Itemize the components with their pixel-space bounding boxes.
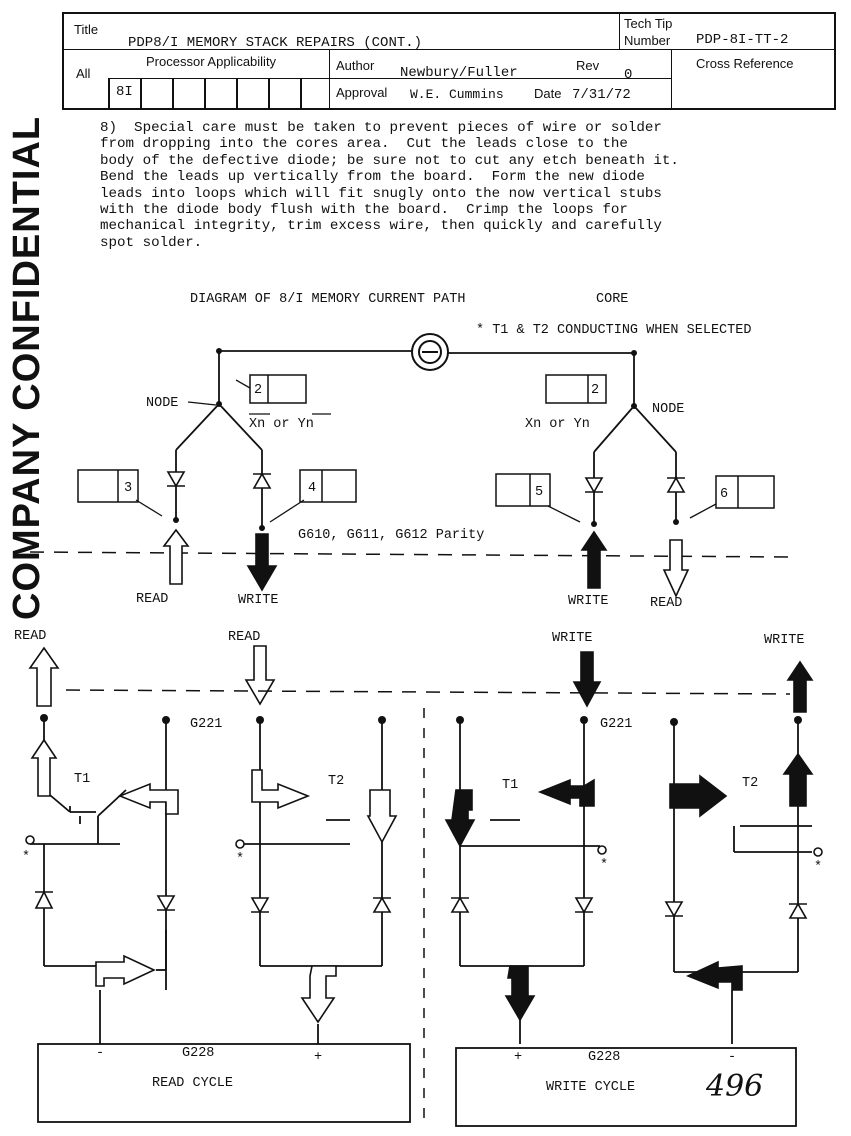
approval-label: Approval xyxy=(336,85,388,100)
lower-current-arrows xyxy=(30,738,814,1024)
read-label-1: READ xyxy=(136,592,168,607)
lower-dots xyxy=(40,714,802,726)
header-table: Title PDP8/I MEMORY STACK REPAIRS (CONT.… xyxy=(62,12,836,110)
handwritten-number: 496 xyxy=(705,1069,763,1104)
author-value: Newbury/Fuller xyxy=(400,65,518,81)
lower-circuit-wires xyxy=(30,718,812,1044)
crossref-label: Cross Reference xyxy=(696,56,794,71)
read-cycle-label: READ CYCLE xyxy=(152,1076,233,1091)
processor-label: Processor Applicability xyxy=(146,54,277,69)
write-label-2: WRITE xyxy=(568,594,609,609)
star-1: * xyxy=(22,850,30,865)
techtip-number-label: Number xyxy=(624,33,671,48)
upper-diodes xyxy=(166,471,686,494)
xn-left: Xn or Yn xyxy=(249,417,314,432)
box-5: 5 xyxy=(535,485,543,500)
star-4: * xyxy=(814,860,822,875)
minus-left: - xyxy=(96,1046,104,1061)
junction-dots xyxy=(173,348,679,531)
node-left-label: NODE xyxy=(146,396,178,411)
g228-right: G228 xyxy=(588,1050,620,1065)
core-label: CORE xyxy=(596,292,628,307)
read-label-2: READ xyxy=(650,596,682,611)
approval-cell xyxy=(330,79,672,108)
read-label-4: READ xyxy=(228,630,260,645)
rev-label: Rev xyxy=(576,58,600,73)
g221-right: G221 xyxy=(600,717,632,732)
g228-boxes xyxy=(37,1043,797,1127)
box-leaders xyxy=(135,379,717,523)
body-paragraph: 8) Special care must be taken to prevent… xyxy=(100,120,679,251)
star-2: * xyxy=(236,852,244,867)
date-label: Date xyxy=(534,86,562,101)
box-6: 6 xyxy=(720,487,728,502)
write-cycle-label: WRITE CYCLE xyxy=(546,1080,635,1095)
select-terminals xyxy=(25,835,823,857)
box-4: 4 xyxy=(308,481,316,496)
g228-left: G228 xyxy=(182,1046,214,1061)
parity-label: G610, G611, G612 Parity xyxy=(298,528,484,543)
selection-note: * T1 & T2 CONDUCTING WHEN SELECTED xyxy=(476,323,751,338)
node-right-label: NODE xyxy=(652,402,684,417)
author-label: Author xyxy=(336,58,375,73)
write-label-4: WRITE xyxy=(764,633,805,648)
lower-diodes xyxy=(34,890,808,919)
t2-right: T2 xyxy=(742,776,758,791)
t1-right: T1 xyxy=(502,778,518,793)
processor-cell xyxy=(64,50,330,108)
title-value: PDP8/I MEMORY STACK REPAIRS (CONT.) xyxy=(128,35,423,51)
t1-left: T1 xyxy=(74,772,90,787)
techtip-label: Tech Tip xyxy=(624,16,673,31)
box-2-right: 2 xyxy=(591,383,599,398)
all-label: All xyxy=(76,66,91,81)
date-value: 7/31/72 xyxy=(572,87,631,103)
xn-right: Xn or Yn xyxy=(525,417,590,432)
component-boxes xyxy=(77,374,775,509)
approval-value: W.E. Cummins xyxy=(410,87,504,102)
techtip-value: PDP-8I-TT-2 xyxy=(696,32,789,48)
read-label-3: READ xyxy=(14,629,46,644)
rev-value: 0 xyxy=(624,67,633,83)
star-3: * xyxy=(600,858,608,873)
title-label: Title xyxy=(74,22,99,37)
write-label-1: WRITE xyxy=(238,593,279,608)
upper-dashed-line xyxy=(29,551,791,558)
minus-right: - xyxy=(728,1050,736,1065)
diagram-title: DIAGRAM OF 8/I MEMORY CURRENT PATH xyxy=(190,292,465,307)
core-wire xyxy=(175,350,677,528)
upper-arrows xyxy=(162,528,690,598)
techtip-cell xyxy=(620,14,836,50)
processor-grid xyxy=(108,78,330,108)
author-cell xyxy=(330,50,672,79)
title-cell xyxy=(64,14,620,50)
g221-left: G221 xyxy=(190,717,222,732)
t2-left: T2 xyxy=(328,774,344,789)
box-2-left: 2 xyxy=(254,383,262,398)
processor-value: 8I xyxy=(116,84,133,100)
write-label-3: WRITE xyxy=(552,631,593,646)
lower-top-arrows xyxy=(28,645,814,713)
box-3: 3 xyxy=(124,481,132,496)
plus-right: + xyxy=(514,1050,522,1065)
plus-left: + xyxy=(314,1050,322,1065)
lower-dashed-line xyxy=(65,689,791,695)
core-symbol xyxy=(411,333,449,371)
